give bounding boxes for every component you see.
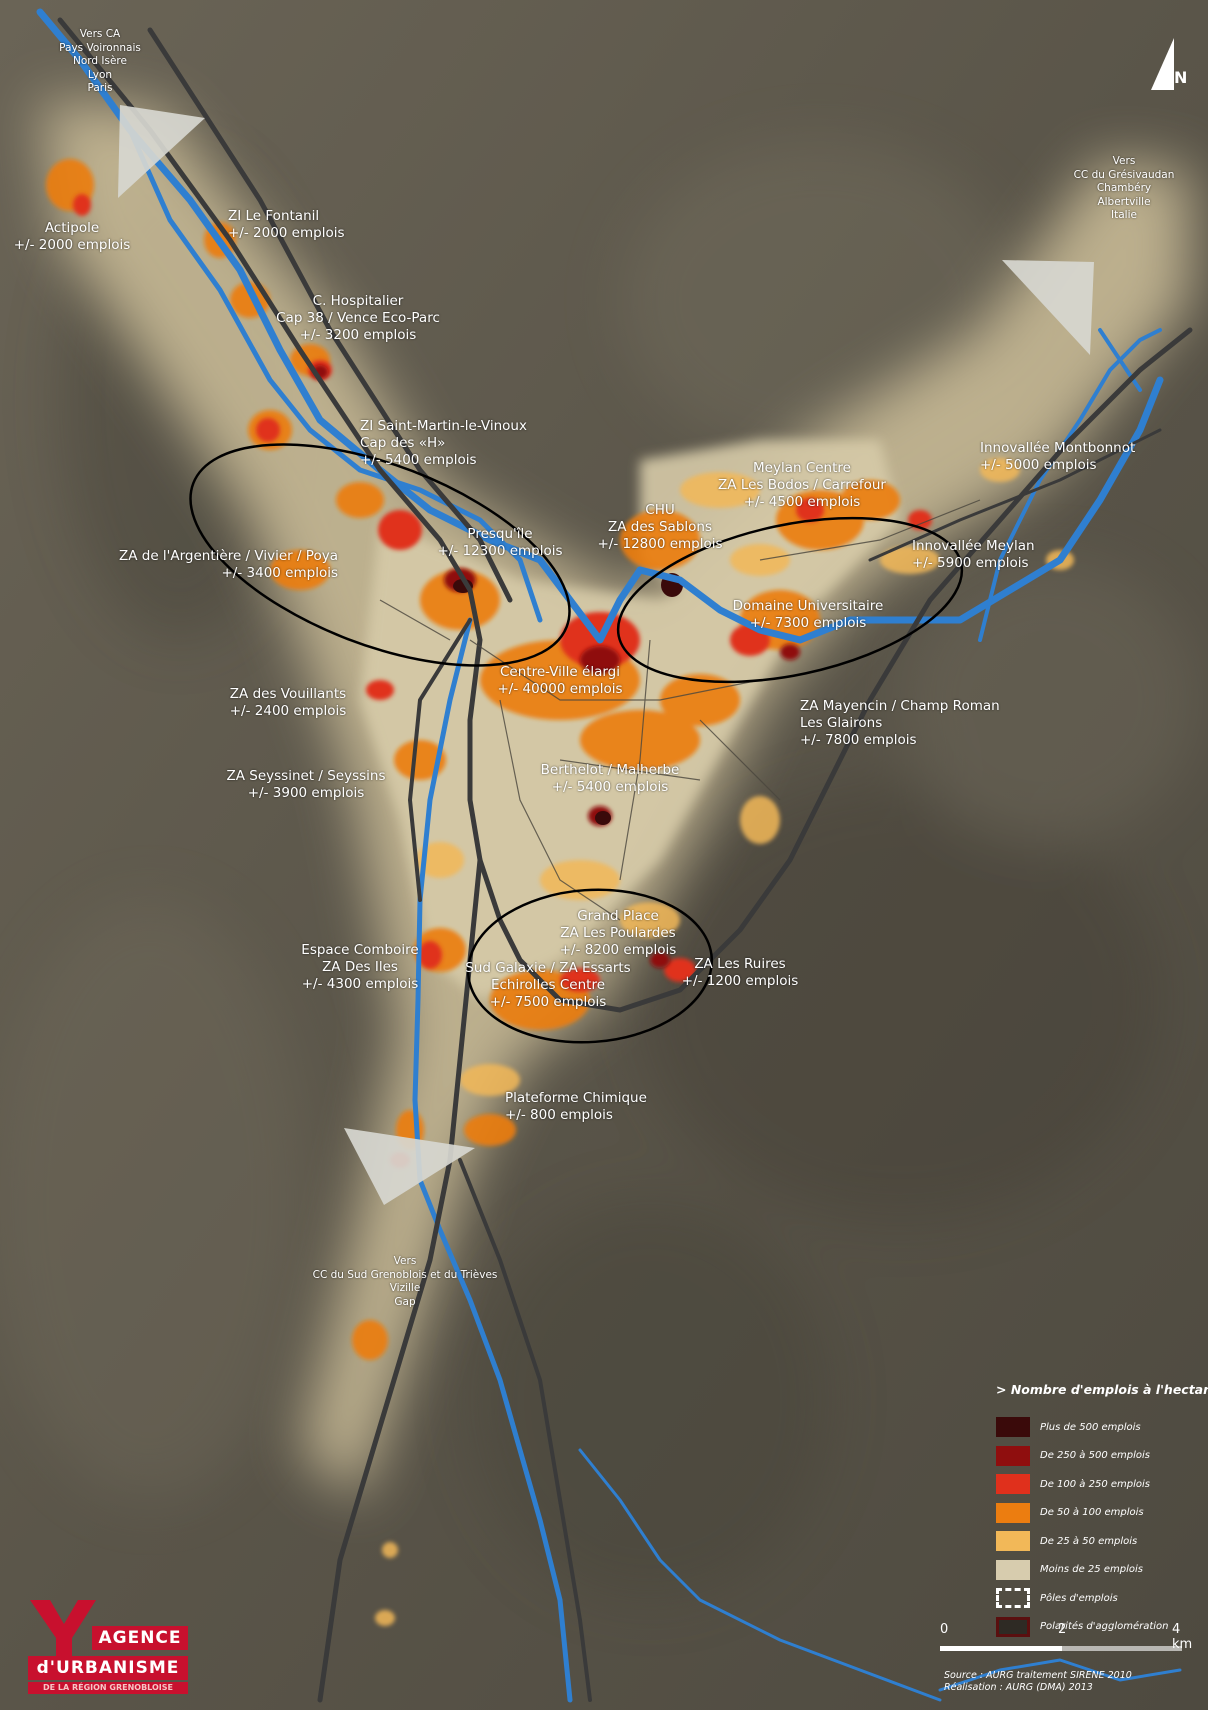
polarity-ellipse-presquile [189,443,571,667]
arrow-nw [118,105,205,198]
scale-label-0: 0 [940,1622,949,1637]
legend-label: De 50 à 100 emplois [1040,1507,1144,1519]
rivers [36,8,1182,1703]
polarity-ellipse-meylan [616,516,964,684]
pole-label-berthelot: Berthelot / Malherbe+/- 5400 emplois [540,762,680,795]
map-legend: > Nombre d'emplois à l'hectare Plus de 5… [996,1382,1208,1642]
legend-label: Moins de 25 emplois [1040,1564,1143,1576]
legend-swatch [996,1417,1030,1438]
pole-label-fontanil: ZI Le Fontanil+/- 2000 emplois [228,208,345,241]
destination-nw: Vers CA Pays Voironnais Nord Isère Lyon … [59,28,141,94]
logo-text-line1: AGENCE [92,1626,188,1650]
scale-label-2: 2 [1058,1622,1067,1637]
pole-label-innovallee-montbonnot: Innovallée Montbonnot+/- 5000 emplois [980,440,1136,473]
pole-label-presquile: Presqu'île+/- 12300 emplois [437,526,563,559]
pole-label-actipole: Actipole+/- 2000 emplois [13,220,131,253]
legend-item: De 250 à 500 emplois [996,1442,1206,1471]
legend-label: Pôles d'emplois [1040,1592,1118,1604]
pole-label-plateforme-chimique: Plateforme Chimique+/- 800 emplois [505,1090,647,1123]
pole-label-domaine-universitaire: Domaine Universitaire+/- 7300 emplois [732,598,884,631]
arrow-s [344,1128,475,1205]
destination-ne: Vers CC du Grésivaudan Chambéry Albertvi… [1073,155,1175,221]
density-light [375,458,1074,1626]
roads [57,17,1193,1703]
arrow-ne [1002,260,1094,355]
legend-item: Plus de 500 emplois [996,1413,1206,1442]
legend-title: > Nombre d'emplois à l'hectare [996,1382,1208,1397]
scale-segment-1 [940,1646,1062,1651]
legend-label: De 100 à 250 emplois [1040,1478,1150,1490]
north-label: N [1174,68,1188,87]
legend-swatch [996,1474,1030,1495]
minor-roads [379,499,981,921]
source-note: Source : AURG traitement SIRENE 2010 Réa… [944,1670,1132,1693]
legend-item: De 100 à 250 emplois [996,1470,1206,1499]
legend-item: Polarités d'agglomération [996,1613,1206,1642]
north-arrow-icon [1151,38,1174,90]
legend-swatch [996,1502,1030,1523]
agency-logo: AGENCE d'URBANISME DE LA RÉGION GRENOBLO… [20,1598,190,1708]
relief-shading [0,140,1200,1600]
legend-item: De 50 à 100 emplois [996,1499,1206,1528]
destination-arrows [118,105,1094,1205]
legend-swatch-dashed [996,1588,1030,1609]
logo-text-line2: d'URBANISME [28,1656,188,1680]
pole-label-innovallee-meylan: Innovallée Meylan+/- 5900 emplois [912,538,1035,571]
legend-label: Plus de 500 emplois [1040,1421,1141,1433]
destination-s: Vers CC du Sud Grenoblois et du Trièves … [312,1255,498,1308]
legend-item: De 25 à 50 emplois [996,1527,1206,1556]
legend-label: Polarités d'agglomération [1040,1621,1169,1633]
pole-label-seyssinet: ZA Seyssinet / Seyssins+/- 3900 emplois [226,768,386,801]
legend-item: Moins de 25 emplois [996,1556,1206,1585]
legend-swatch-outline [996,1616,1030,1637]
legend-swatch [996,1531,1030,1552]
pole-label-ruires: ZA Les Ruires+/- 1200 emplois [681,956,799,989]
legend-label: De 250 à 500 emplois [1040,1450,1150,1462]
legend-label: De 25 à 50 emplois [1040,1535,1138,1547]
polarity-ellipses [189,443,964,1044]
pole-label-centre-ville: Centre-Ville élargi+/- 40000 emplois [497,664,623,697]
scale-bar: 0 2 4 km [940,1622,1192,1662]
legend-swatch [996,1559,1030,1580]
density-red [73,194,932,1168]
legend-swatch [996,1445,1030,1466]
logo-y-icon [30,1600,96,1658]
pole-label-vouillants: ZA des Vouillants+/- 2400 emplois [229,686,347,719]
legend-item: Pôles d'emplois [996,1584,1206,1613]
logo-text-line3: DE LA RÉGION GRENOBLOISE [28,1682,188,1694]
pole-label-argentiere: ZA de l'Argentière / Vivier / Poya+/- 34… [118,548,338,581]
polarity-ellipse-grandplace [466,888,714,1044]
scale-segment-2 [1062,1646,1182,1651]
